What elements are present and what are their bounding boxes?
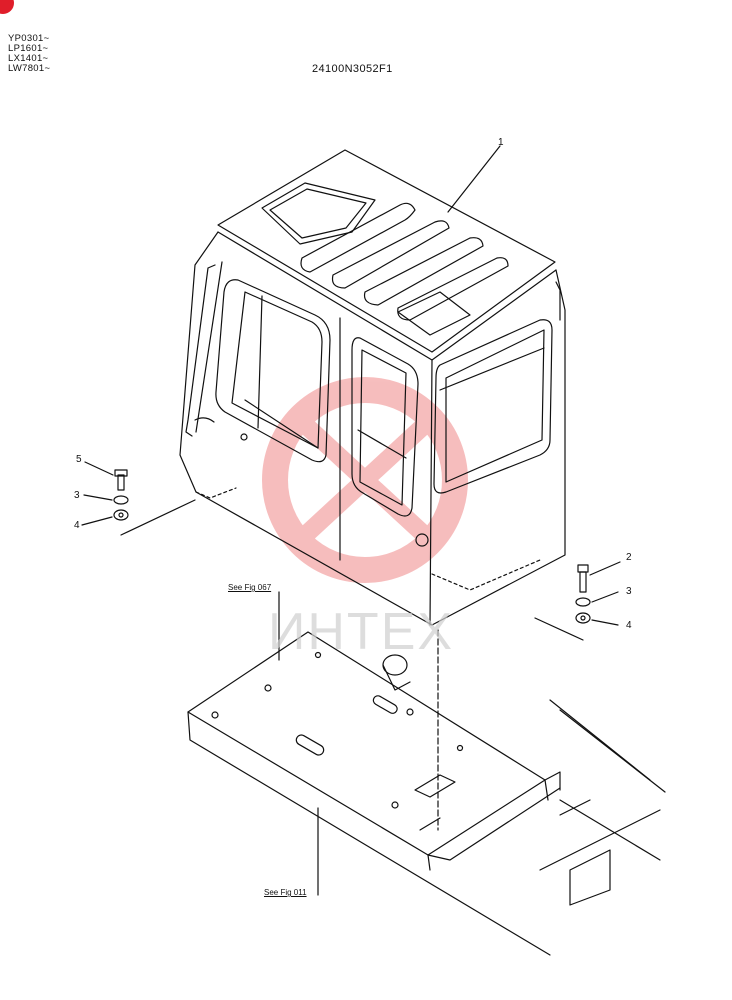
callout-4-right: 4	[626, 620, 632, 631]
serial-range: LW7801~	[8, 63, 51, 74]
serial-range: LP1601~	[8, 43, 49, 54]
drawing-number: 24100N3052F1	[312, 63, 393, 75]
callout-3-left: 3	[74, 490, 80, 501]
fastener-group-right	[534, 561, 621, 641]
watermark-gear-icon	[262, 377, 468, 583]
serial-range-list: YP0301~ LP1601~ LX1401~ LW7801~	[8, 34, 50, 74]
base-deck	[187, 631, 666, 956]
watermark-text: ИНТЕХ	[268, 603, 455, 661]
callout-3-right: 3	[626, 586, 632, 597]
cab-assembly	[179, 149, 566, 626]
serial-range: LX1401~	[8, 53, 49, 64]
leader-line	[447, 145, 501, 213]
see-fig-067-link[interactable]: See Fig 067	[228, 583, 272, 592]
see-fig-011-link[interactable]: See Fig 011	[264, 888, 307, 897]
corner-mark	[0, 0, 14, 14]
fastener-group-left	[81, 461, 196, 536]
callout-4-left: 4	[74, 520, 80, 531]
callout-1: 1	[498, 137, 504, 148]
serial-range: YP0301~	[8, 33, 50, 44]
callout-2: 2	[626, 552, 632, 563]
callout-5: 5	[76, 454, 82, 465]
